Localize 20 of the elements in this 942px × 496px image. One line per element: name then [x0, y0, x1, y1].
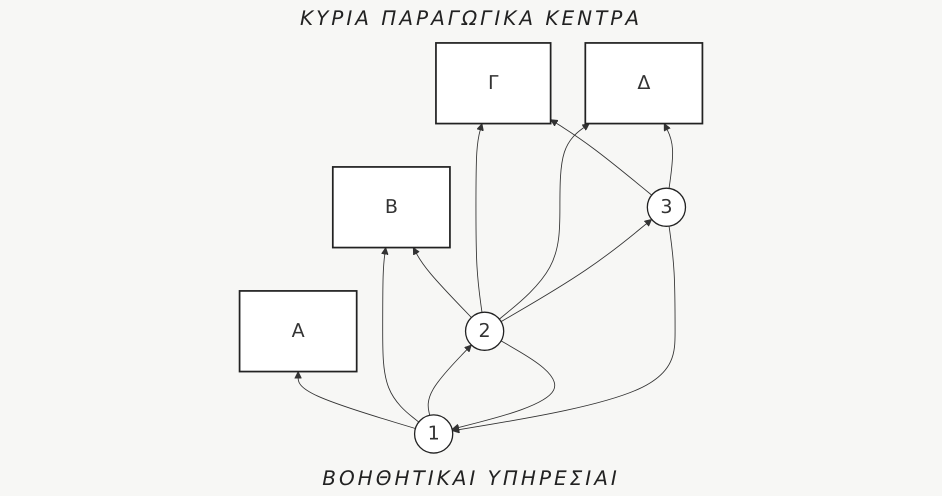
arrow: [550, 119, 652, 196]
node-circle: 2: [464, 312, 504, 351]
arrow: [664, 123, 674, 189]
arrow: [452, 340, 556, 432]
arrow: [412, 247, 472, 318]
arrow: [428, 344, 472, 416]
node-circle: 1: [414, 414, 454, 454]
node-box: Δ: [584, 42, 704, 124]
node-box: Γ: [435, 42, 552, 124]
arrow: [380, 247, 420, 422]
diagram-title: ΚΥΡΙΑ ΠΑΡΑΓΩΓΙΚΑ ΚΕΝΤΡΑ: [300, 6, 642, 30]
arrow: [294, 371, 416, 429]
arrow: [500, 219, 652, 322]
arrow: [476, 123, 484, 313]
node-box: Β: [332, 166, 451, 248]
node-box: Α: [238, 290, 358, 372]
arrow: [498, 123, 590, 320]
arrow: [452, 226, 676, 434]
node-circle: 3: [646, 188, 686, 227]
diagram-caption: ΒΟΗΘΗΤΙΚΑΙ ΥΠΗΡΕΣΙΑΙ: [322, 466, 620, 490]
